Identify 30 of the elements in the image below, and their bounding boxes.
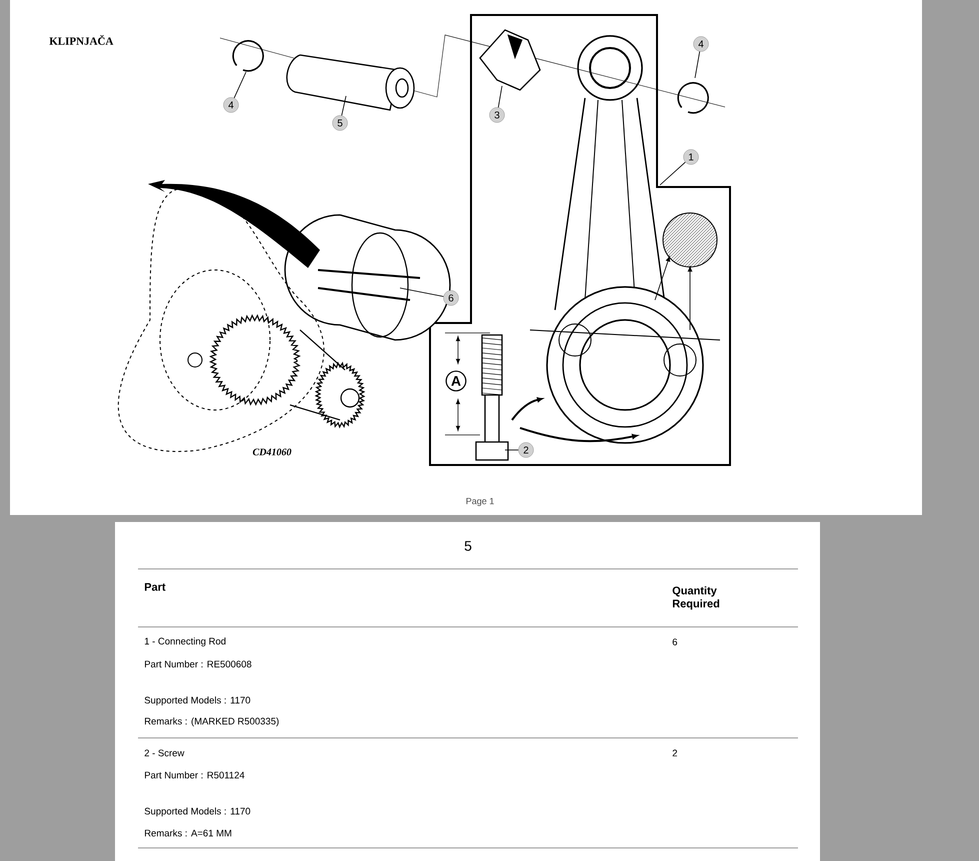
callout-number: 6 [443, 290, 459, 306]
table-cell: 1 - Connecting Rod [144, 638, 226, 646]
leader-line [694, 51, 700, 78]
table-cell: Part Number : RE500608 [145, 660, 252, 668]
table-cell: 2 - Screw [144, 750, 184, 756]
leader-line [400, 288, 444, 297]
dimension-label: A [446, 370, 466, 392]
page-heading: 5 [464, 541, 472, 551]
leader-line [341, 96, 346, 116]
leader-line [498, 86, 502, 108]
callout-number: 1 [683, 149, 699, 165]
callout-number: 5 [332, 115, 348, 131]
column-header: Quantity Required [672, 586, 720, 610]
leader-line [660, 162, 686, 186]
callout-number: 4 [693, 36, 709, 52]
table-cell: Part Number : R501124 [145, 772, 244, 778]
title: KLIPNJAČA [49, 35, 114, 45]
table-cell: Remarks : (MARKED R500335) [145, 718, 279, 726]
leader-line [234, 72, 246, 98]
callout-number: 2 [518, 442, 534, 458]
table-cell: Supported Models : 1170 [144, 808, 250, 816]
table-cell: 2 [672, 750, 678, 756]
callout-number: 4 [223, 97, 239, 113]
page-number: Page 1 [466, 498, 494, 506]
callout-number: 3 [489, 107, 505, 123]
table-cell: Remarks : A=61 MM [145, 830, 232, 836]
table-cell: 6 [672, 638, 678, 646]
figure-code: CD41060 [252, 448, 292, 456]
column-header: Part [144, 583, 166, 591]
table-cell: Supported Models : 1170 [144, 696, 250, 706]
